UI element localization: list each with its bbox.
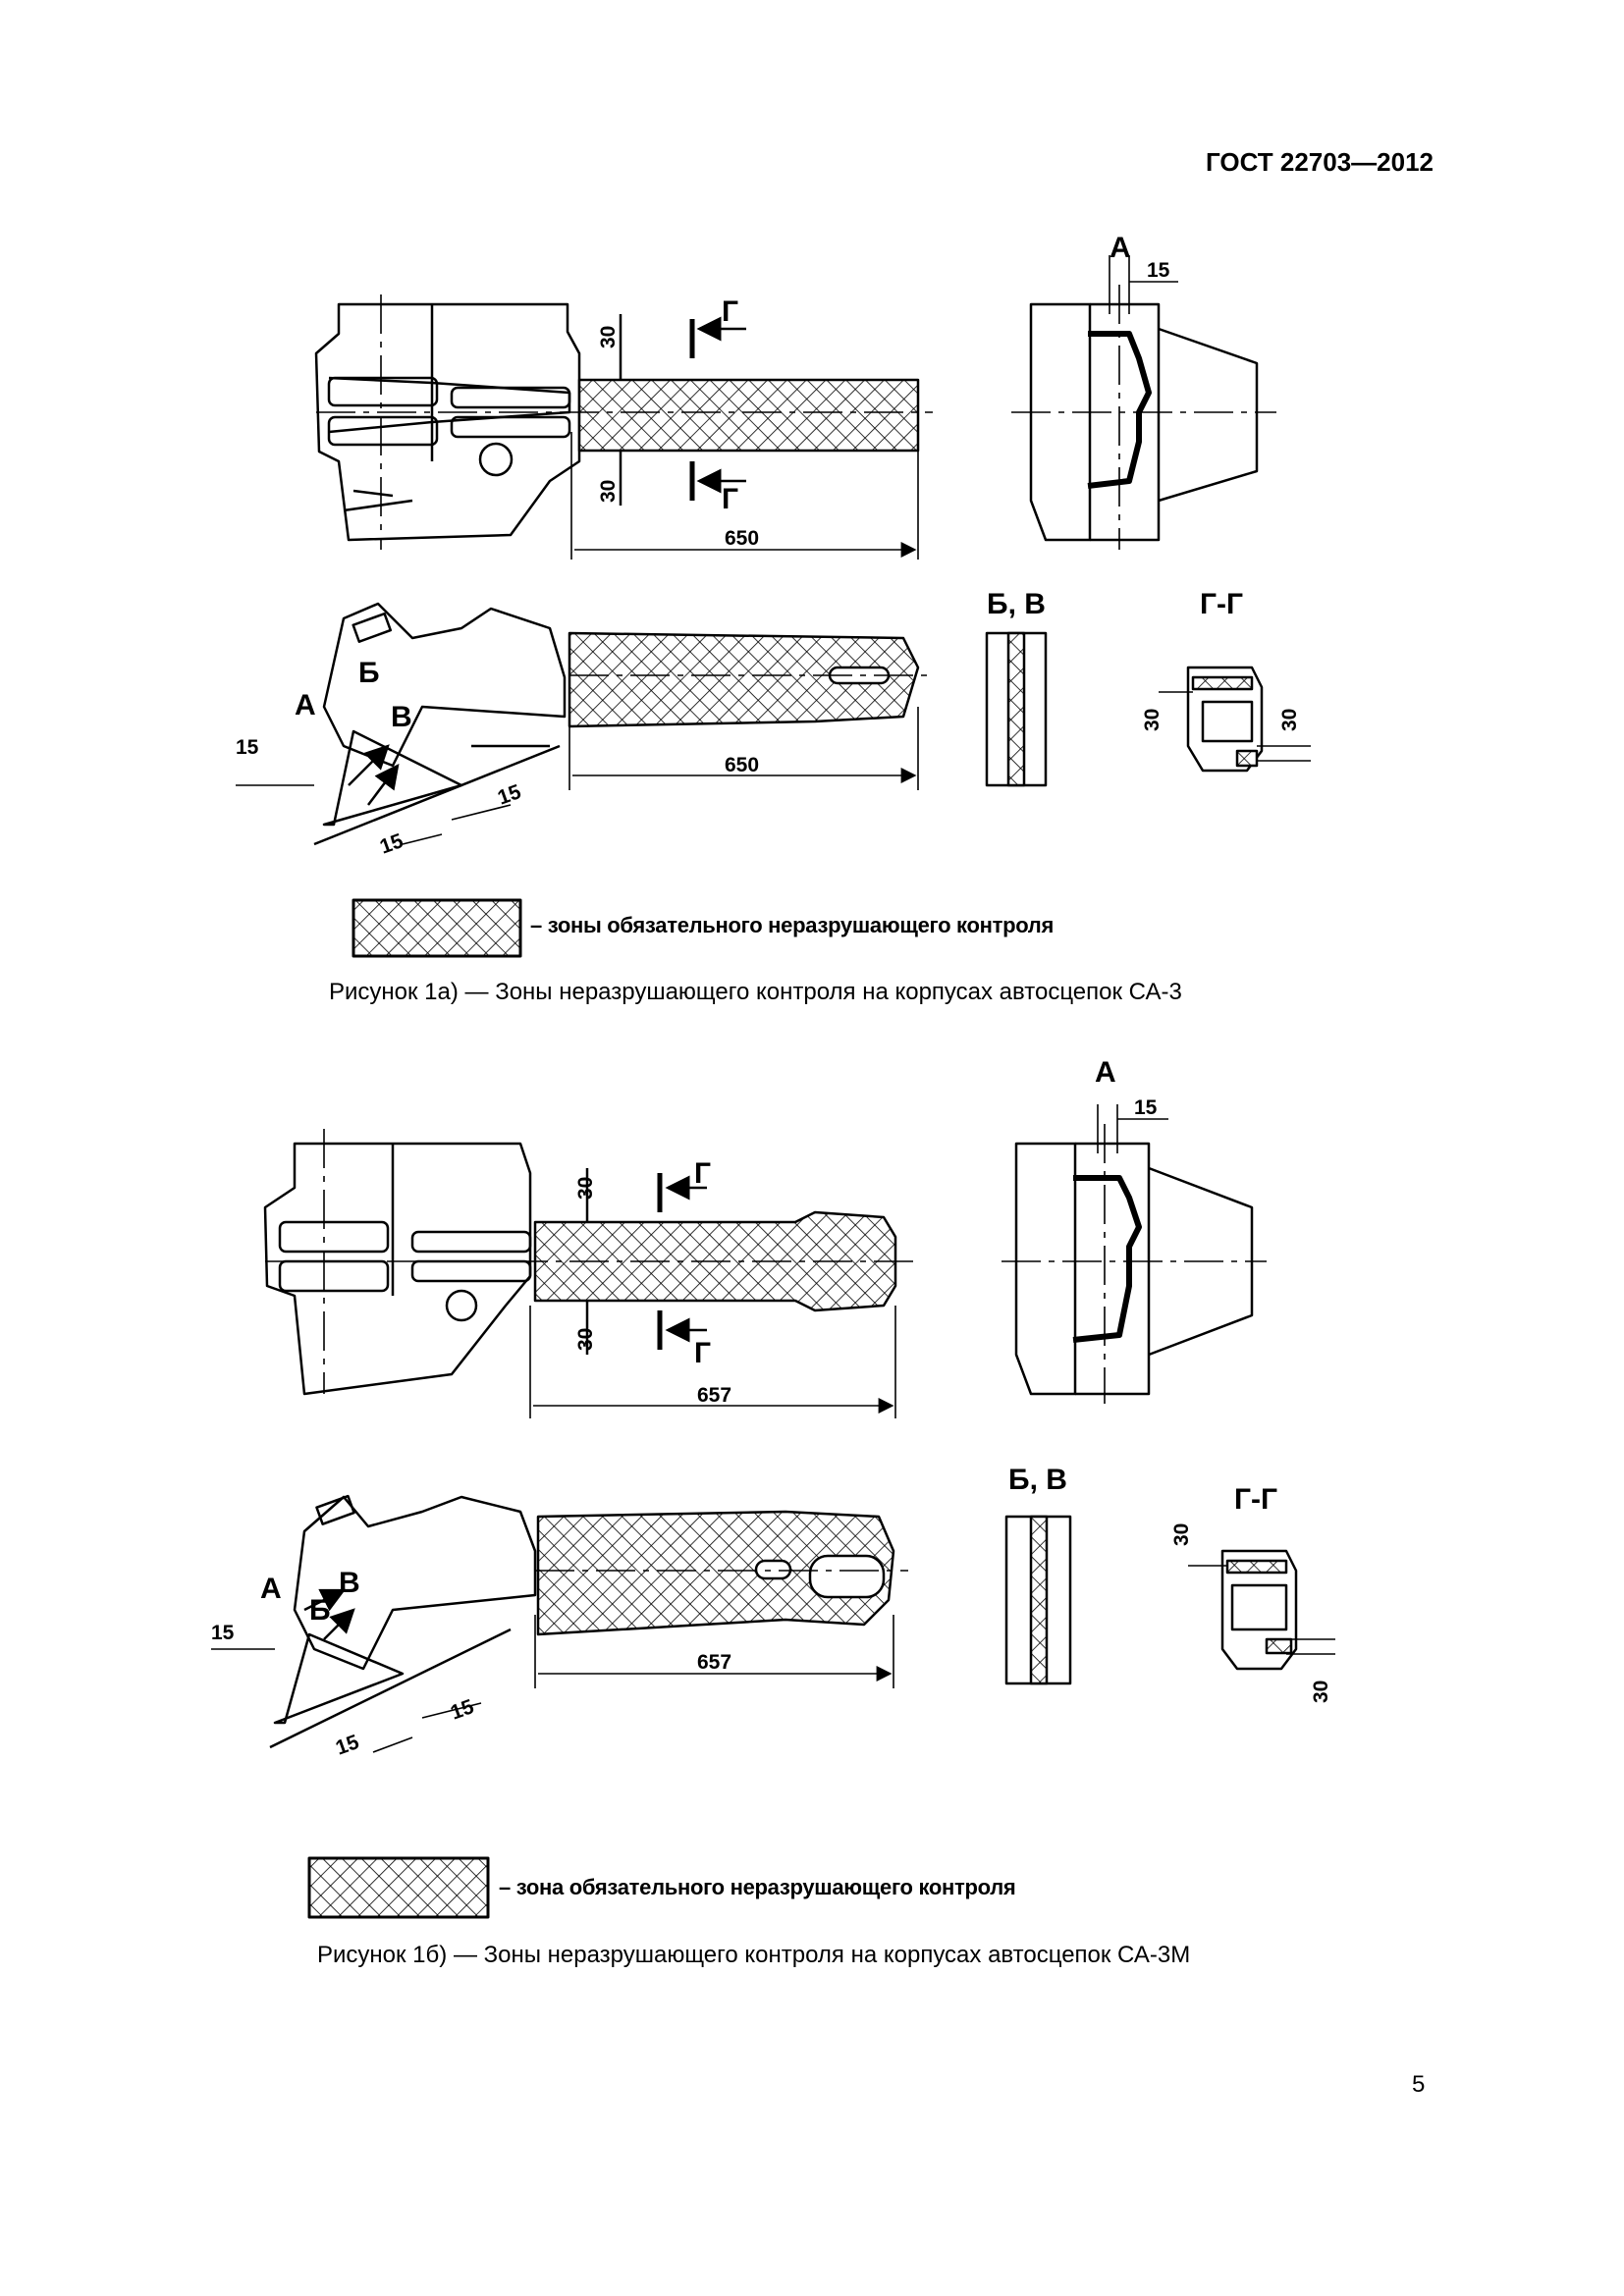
fig-b-dim-30-top: 30: [574, 1177, 597, 1200]
fig-a-label-B-side: Б: [358, 657, 380, 689]
fig-a-legend-text: – зоны обязательного неразрушающего конт…: [530, 913, 1055, 937]
fig-a-section-bv-title: Б, В: [987, 588, 1046, 620]
fig-a-section-gg: [1159, 666, 1311, 773]
fig-b-dim-15-front: 15: [1134, 1096, 1158, 1119]
fig-b-dim-30-bottom: 30: [574, 1328, 597, 1351]
fig-a-label-V-side: В: [391, 701, 412, 733]
fig-b-dim-15-left: 15: [211, 1622, 235, 1644]
fig-b-section-gg-title: Г-Г: [1234, 1483, 1277, 1516]
fig-a-dim-30-bottom: 30: [597, 480, 620, 503]
fig-a-section-bv: [985, 631, 1048, 787]
fig-a-dim-15-left: 15: [236, 736, 259, 759]
fig-b-top-view: [263, 1129, 913, 1418]
fig-a-side-view: [236, 602, 933, 846]
fig-b-section-bv: [1004, 1515, 1072, 1685]
fig-a-legend-swatch: [352, 898, 522, 958]
fig-a-section-gg-title: Г-Г: [1200, 588, 1243, 620]
fig-a-dim-15-front: 15: [1147, 259, 1170, 282]
fig-a-top-view: [314, 294, 933, 560]
fig-b-section-gg: [1188, 1549, 1335, 1671]
fig-a-length-top: 650: [725, 527, 759, 550]
fig-b-dim-30-gg-left: 30: [1170, 1523, 1193, 1546]
fig-b-label-A: А: [1095, 1056, 1116, 1089]
fig-a-label-A: А: [1110, 232, 1131, 264]
fig-b-dim-15-right: 15: [448, 1695, 477, 1725]
fig-b-front-view: [1001, 1104, 1267, 1404]
fig-b-legend-swatch: [307, 1856, 490, 1919]
fig-a-label-G-top: Г: [722, 295, 738, 328]
fig-a-dim-15-right: 15: [495, 780, 524, 810]
fig-a-front-view: [1011, 255, 1276, 550]
fig-a-caption: Рисунок 1а) — Зоны неразрушающего контро…: [329, 979, 1182, 1005]
fig-a-dim-15-bottom: 15: [377, 829, 406, 859]
fig-b-section-bv-title: Б, В: [1008, 1464, 1067, 1496]
fig-b-dim-15-bottom: 15: [333, 1731, 362, 1760]
fig-b-length-top: 657: [697, 1384, 731, 1407]
fig-b-label-G-top: Г: [694, 1157, 711, 1190]
fig-b-label-A-side: А: [260, 1573, 282, 1605]
fig-a-dim-30-top: 30: [597, 326, 620, 348]
document-id: ГОСТ 22703—2012: [1206, 147, 1434, 177]
fig-b-caption: Рисунок 1б) — Зоны неразрушающего контро…: [317, 1942, 1191, 1968]
fig-b-dim-30-gg-right: 30: [1310, 1681, 1332, 1703]
fig-b-label-B-side: Б: [309, 1594, 331, 1627]
fig-a-dim-30-gg-right: 30: [1278, 709, 1301, 731]
fig-a-label-A-side: А: [295, 689, 316, 721]
fig-b-label-V-side: В: [339, 1567, 360, 1599]
fig-b-label-G-bottom: Г: [694, 1337, 711, 1369]
fig-b-side-view: [211, 1494, 908, 1753]
page-number: 5: [1412, 2071, 1426, 2098]
fig-b-length-side: 657: [697, 1651, 731, 1674]
fig-a-dim-30-gg-left: 30: [1141, 709, 1164, 731]
fig-a-label-G-bottom: Г: [722, 483, 738, 515]
fig-b-legend-text: – зона обязательного неразрушающего конт…: [499, 1875, 1016, 1899]
fig-a-length-side: 650: [725, 754, 759, 776]
